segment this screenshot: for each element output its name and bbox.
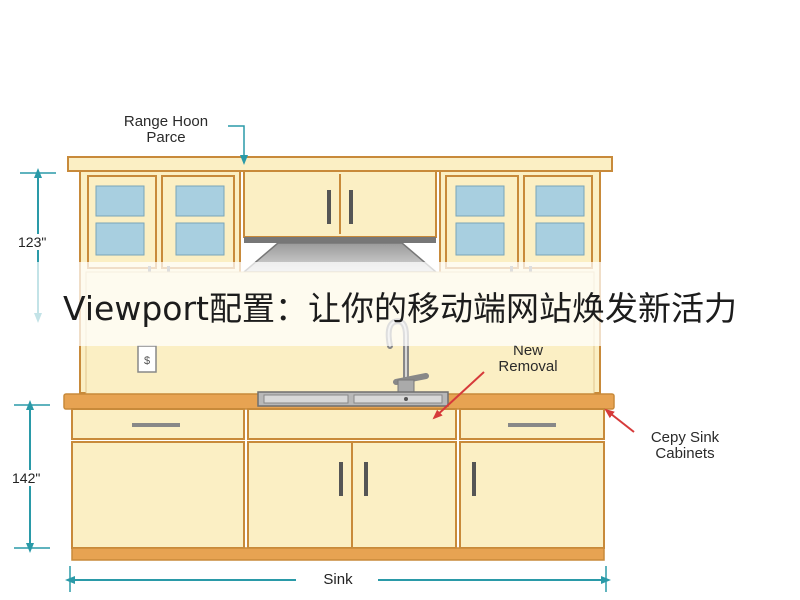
sink-cabinets-line2: Cabinets bbox=[655, 445, 715, 462]
hood-callout-leader bbox=[228, 125, 248, 165]
cabinet-handle bbox=[339, 462, 343, 496]
outlet bbox=[137, 345, 157, 373]
sink-cabinets-label: Cepy Sink Cabinets bbox=[630, 430, 740, 462]
upper-crown-molding bbox=[67, 156, 613, 172]
width-label: Sink bbox=[323, 571, 353, 588]
glass-pane bbox=[455, 222, 505, 256]
new-removal-label: New Removal bbox=[478, 343, 578, 375]
new-removal-line2: Removal bbox=[498, 358, 558, 375]
new-removal-arrow bbox=[432, 371, 485, 420]
hood-callout-line2: Parce bbox=[146, 129, 186, 146]
drawer-handle bbox=[508, 423, 556, 427]
toe-kick bbox=[71, 547, 605, 561]
lower-cabinet-right bbox=[459, 408, 605, 549]
hood-callout-line1: Range Hoon bbox=[123, 113, 209, 130]
title-banner bbox=[0, 262, 800, 346]
sink-cabinets-arrow bbox=[604, 408, 635, 433]
sink-basin bbox=[257, 391, 449, 407]
drawer-handle bbox=[132, 423, 180, 427]
upper-height-label: 123" bbox=[16, 234, 49, 250]
new-removal-line1: New bbox=[512, 342, 543, 359]
cabinet-handle bbox=[364, 462, 368, 496]
glass-pane bbox=[175, 185, 225, 217]
outlet-symbol: $ bbox=[144, 355, 150, 367]
glass-pane bbox=[175, 222, 225, 256]
hood-callout-label: Range Hoon Parce bbox=[104, 114, 228, 146]
glass-pane bbox=[535, 222, 585, 256]
hood-upper-cabinet bbox=[243, 170, 437, 238]
glass-pane bbox=[535, 185, 585, 217]
glass-pane bbox=[95, 222, 145, 256]
cabinet-handle bbox=[327, 190, 331, 224]
sink-cabinets-line1: Cepy Sink bbox=[650, 429, 720, 446]
glass-pane bbox=[95, 185, 145, 217]
lower-cabinet-middle bbox=[247, 408, 457, 549]
lower-height-label: 142" bbox=[10, 470, 43, 486]
cabinet-handle bbox=[472, 462, 476, 496]
banner-title: Viewport配置：让你的移动端网站焕发新活力 bbox=[63, 289, 737, 328]
glass-pane bbox=[455, 185, 505, 217]
lower-cabinet-left bbox=[71, 408, 245, 549]
cabinet-handle bbox=[349, 190, 353, 224]
